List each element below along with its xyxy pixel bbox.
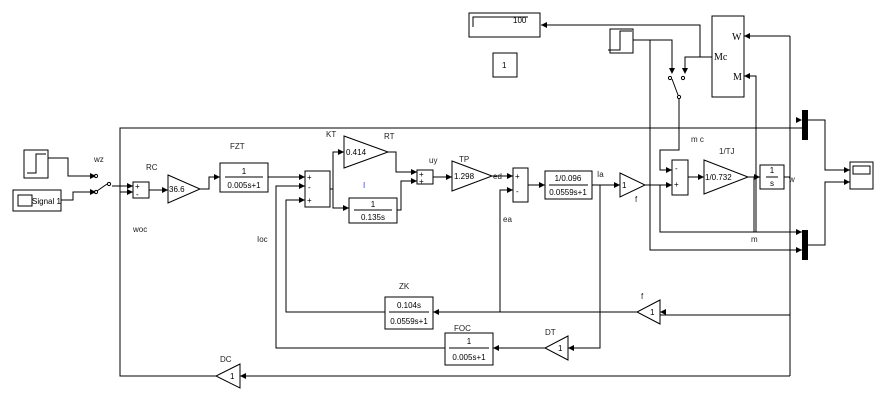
svg-text:0.0559s+1: 0.0559s+1	[549, 188, 587, 197]
svg-text:Mc: Mc	[714, 52, 728, 63]
svg-text:1/TJ: 1/TJ	[719, 147, 735, 156]
svg-text:ZK: ZK	[399, 282, 410, 291]
svg-text:1: 1	[230, 372, 235, 381]
svg-text:M: M	[733, 72, 742, 83]
svg-text:TP: TP	[459, 155, 469, 164]
svg-text:100: 100	[513, 16, 527, 25]
svg-text:1: 1	[770, 166, 775, 175]
svg-text:w: w	[788, 175, 795, 184]
gain-f[interactable]: 1 f	[619, 172, 647, 204]
mux-bottom[interactable]	[802, 230, 808, 260]
svg-text:+: +	[674, 180, 679, 189]
constant-block[interactable]: 1	[492, 52, 518, 78]
svg-text:FOC: FOC	[454, 324, 471, 333]
svg-text:0.104s: 0.104s	[397, 301, 421, 310]
svg-text:f: f	[641, 292, 644, 301]
svg-text:DT: DT	[545, 328, 556, 337]
label-woc: woc	[132, 225, 147, 234]
mux-top[interactable]	[802, 110, 808, 140]
scope[interactable]	[849, 161, 874, 190]
svg-text:1: 1	[650, 308, 655, 317]
svg-text:1: 1	[622, 181, 627, 190]
sum-rc[interactable]: + - RC	[132, 163, 158, 199]
sum-uy[interactable]: + + uy	[416, 156, 437, 186]
svg-text:+: +	[515, 172, 520, 181]
svg-text:1/0.096: 1/0.096	[555, 174, 582, 183]
svg-text:+: +	[307, 173, 312, 182]
integrator-1-over-s[interactable]: 1 s w	[759, 164, 795, 190]
signal-icon	[17, 194, 33, 207]
step-source[interactable]	[23, 149, 49, 179]
label-ioc: Ioc	[257, 235, 268, 244]
label-m: m	[751, 235, 758, 244]
svg-text:1.298: 1.298	[454, 172, 475, 181]
svg-text:ea: ea	[503, 215, 512, 224]
motor-mechanics-subsystem[interactable]: W Mc M	[711, 15, 745, 98]
svg-text:ed: ed	[493, 172, 502, 181]
gain-dt[interactable]: 1 DT	[543, 328, 569, 361]
svg-text:-: -	[308, 183, 311, 192]
svg-text:m c: m c	[691, 135, 704, 144]
svg-text:0.005s+1: 0.005s+1	[227, 181, 261, 190]
signal-builder-block[interactable]: Signal 1	[12, 189, 62, 212]
svg-text:s: s	[770, 179, 774, 188]
svg-text:0.414: 0.414	[346, 148, 367, 157]
gain-dc[interactable]: 1 DC	[214, 355, 241, 389]
manual-switch-load[interactable]	[667, 75, 686, 100]
svg-text:1/0.732: 1/0.732	[705, 173, 732, 182]
tf-foc[interactable]: 1 0.005s+1 FOC	[444, 324, 494, 366]
svg-text:0.0559s+1: 0.0559s+1	[390, 317, 428, 326]
svg-text:FZT: FZT	[230, 142, 245, 151]
gain-tp[interactable]: 1.298 TP ed	[451, 155, 502, 192]
gain-rc[interactable]: 36.6	[167, 174, 202, 204]
svg-text:0.135s: 0.135s	[361, 213, 385, 222]
tf-integrator-i[interactable]: 1 0.135s I	[348, 181, 398, 224]
svg-text:1: 1	[502, 61, 507, 70]
svg-text:+: +	[419, 170, 424, 179]
sum-mc[interactable]: - + m c	[671, 135, 704, 196]
sum-ed[interactable]: + - ea	[503, 167, 529, 224]
manual-switch-wz[interactable]: wz	[93, 155, 112, 195]
tf-fzt[interactable]: 1 0.005s+1 FZT	[219, 142, 269, 193]
svg-text:36.6: 36.6	[169, 185, 185, 194]
svg-text:I: I	[363, 181, 365, 190]
svg-text:-: -	[516, 187, 519, 196]
tf-armature[interactable]: 1/0.096 0.0559s+1 Ia	[544, 170, 604, 200]
svg-text:1: 1	[371, 200, 376, 209]
svg-text:1: 1	[558, 344, 563, 353]
svg-text:uy: uy	[429, 156, 437, 165]
tf-zk[interactable]: 0.104s 0.0559s+1 ZK	[384, 282, 434, 330]
svg-text:DC: DC	[220, 355, 232, 364]
svg-text:KT: KT	[326, 130, 336, 139]
svg-text:+: +	[419, 177, 424, 186]
svg-text:0.005s+1: 0.005s+1	[452, 353, 486, 362]
svg-text:Ia: Ia	[597, 170, 604, 179]
svg-text:-: -	[136, 190, 139, 199]
svg-text:wz: wz	[93, 155, 104, 164]
svg-text:W: W	[732, 32, 742, 43]
display-block[interactable]: 100	[468, 12, 541, 38]
svg-text:+: +	[135, 182, 140, 191]
svg-text:RT: RT	[384, 132, 395, 141]
svg-text:RC: RC	[146, 163, 158, 172]
svg-text:1: 1	[467, 337, 472, 346]
arrowheads	[90, 22, 850, 379]
svg-text:+: +	[307, 196, 312, 205]
svg-text:f: f	[635, 195, 638, 204]
step-source-load[interactable]	[608, 28, 634, 54]
svg-text:1: 1	[242, 167, 247, 176]
gain-f-feedback[interactable]: 1 f	[635, 292, 661, 325]
sum-current[interactable]: + - +	[304, 170, 331, 208]
svg-text:-: -	[675, 164, 678, 173]
gain-kt[interactable]: 0.414 KT RT	[326, 130, 395, 169]
svg-text:Signal 1: Signal 1	[32, 197, 61, 206]
gain-tj[interactable]: 1/0.732 1/TJ	[703, 147, 750, 195]
